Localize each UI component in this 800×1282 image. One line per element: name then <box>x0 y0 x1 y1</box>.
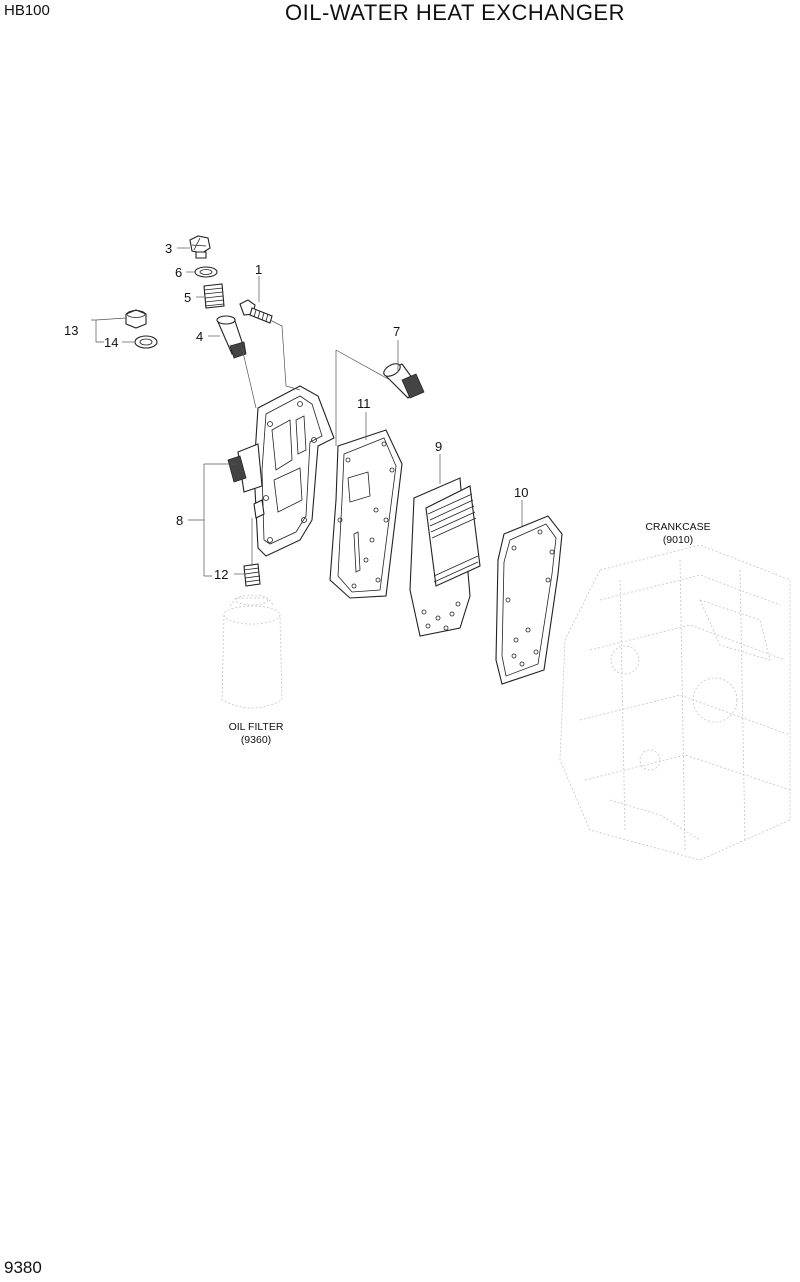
part-3-plug <box>189 235 211 259</box>
part-8-housing <box>227 385 335 557</box>
callout-8: 8 <box>176 513 183 528</box>
part-12-insert <box>243 563 261 587</box>
callout-1: 1 <box>255 262 262 277</box>
part-5-spring <box>203 283 225 309</box>
callout-4: 4 <box>196 329 203 344</box>
crankcase-reference-label: CRANKCASE (9010) <box>645 521 710 546</box>
crankcase-code: (9010) <box>663 534 693 546</box>
callout-14: 14 <box>104 335 118 350</box>
part-6-seal-ring <box>194 266 218 278</box>
callout-13: 13 <box>64 323 78 338</box>
callout-3: 3 <box>165 241 172 256</box>
callout-10: 10 <box>514 485 528 500</box>
part-1-bolt <box>239 299 273 324</box>
part-11-gasket <box>329 429 403 599</box>
oil-filter-reference-label: OIL FILTER (9360) <box>229 721 284 746</box>
oil-filter-code: (9360) <box>241 734 271 746</box>
model-code: HB100 <box>4 2 50 19</box>
callout-12: 12 <box>214 567 228 582</box>
callout-6: 6 <box>175 265 182 280</box>
leader-lines <box>91 247 523 577</box>
crankcase-ghost <box>559 544 791 861</box>
part-9-cooler-core <box>409 477 481 637</box>
part-14-washer <box>134 335 158 349</box>
part-10-gasket <box>495 515 563 685</box>
page-number: 9380 <box>4 1258 42 1277</box>
part-7-fitting <box>383 363 425 399</box>
callout-7: 7 <box>393 324 400 339</box>
callout-5: 5 <box>184 290 191 305</box>
callout-9: 9 <box>435 439 442 454</box>
oil-filter-ghost <box>221 594 283 709</box>
part-4-valve <box>216 315 247 359</box>
callout-11: 11 <box>357 396 371 411</box>
callout-numbers: 3 6 5 4 1 13 14 7 11 9 10 8 12 <box>64 241 528 582</box>
crankcase-label: CRANKCASE <box>645 521 710 533</box>
oil-filter-label: OIL FILTER <box>229 721 284 733</box>
part-13-plug <box>125 309 147 329</box>
page-title: OIL-WATER HEAT EXCHANGER <box>284 0 625 25</box>
